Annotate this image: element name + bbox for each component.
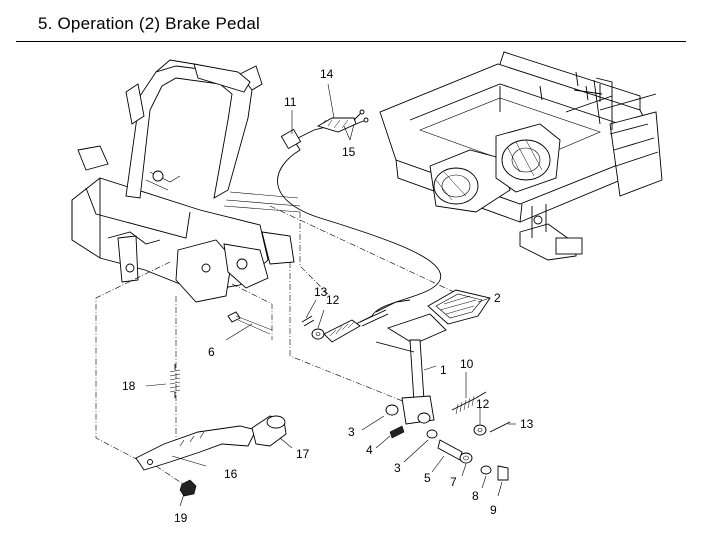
- callout-6: 6: [208, 345, 215, 359]
- callout-3: 3: [394, 461, 401, 475]
- callout-1: 1: [440, 363, 447, 377]
- callout-8: 8: [472, 489, 479, 503]
- rear-axle-assembly: [379, 51, 663, 261]
- callout-13: 13: [314, 285, 328, 299]
- callout-13: 13: [520, 417, 534, 431]
- brake-cable: [277, 109, 442, 343]
- callout-15: 15: [342, 145, 356, 159]
- pedal-frame: [71, 59, 301, 303]
- callout-9: 9: [490, 503, 497, 517]
- parking-brake-lever: [135, 364, 287, 497]
- callout-11: 11: [284, 95, 297, 109]
- callout-18: 18: [122, 379, 136, 393]
- title-divider: [16, 41, 686, 42]
- callout-3: 3: [400, 451, 407, 465]
- callout-7: 7: [450, 475, 457, 489]
- callout-14: 14: [320, 67, 334, 81]
- callout-16: 16: [224, 467, 238, 481]
- callout-leaders: [145, 83, 516, 507]
- callout-2: 2: [494, 291, 501, 305]
- brake-pedal-assembly: [227, 289, 511, 481]
- assembly-guide-lines: [95, 205, 485, 487]
- callout-10: 10: [460, 357, 474, 371]
- callout-4: 4: [366, 443, 373, 457]
- callout-17: 17: [296, 447, 310, 461]
- callout-12: 12: [476, 397, 490, 411]
- callout-labels: 1 2 3 3 3 4 5 6 7 8 9 10 11 12 12 13 13 …: [122, 67, 534, 525]
- callout-19: 19: [174, 511, 188, 525]
- callout-3: 3: [348, 425, 355, 439]
- page-title: 5. Operation (2) Brake Pedal: [38, 14, 260, 33]
- callout-12: 12: [326, 293, 340, 307]
- callout-5: 5: [424, 471, 431, 485]
